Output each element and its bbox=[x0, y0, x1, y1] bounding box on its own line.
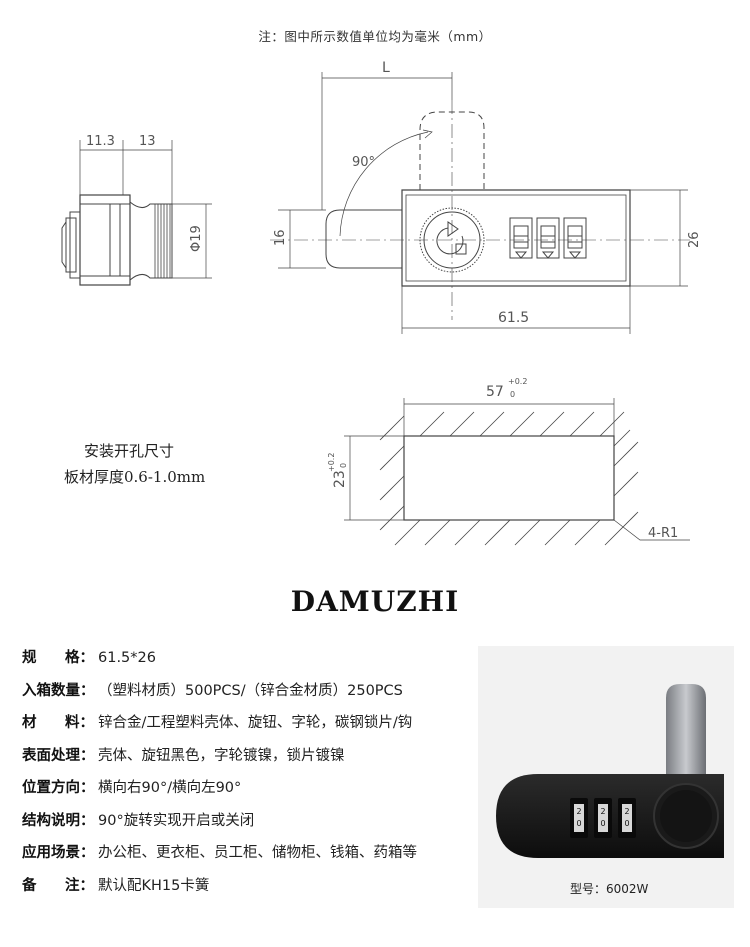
svg-text:0: 0 bbox=[624, 819, 629, 828]
spec-value: 锌合金/工程塑料壳体、旋钮、字轮，碳钢锁片/钩 bbox=[98, 715, 413, 731]
lock-bar bbox=[666, 684, 706, 786]
dim-90-degrees: 90° bbox=[352, 155, 375, 170]
spec-row: 规格： 61.5*26 bbox=[22, 648, 462, 681]
code-wheels bbox=[509, 217, 587, 259]
svg-text:2: 2 bbox=[576, 807, 581, 816]
spec-label: 规格： bbox=[22, 650, 94, 666]
spec-row: 表面处理： 壳体、旋钮黑色，字轮镀镍，锁片镀镍 bbox=[22, 746, 462, 779]
spec-label: 材料： bbox=[22, 715, 94, 731]
dim-57-tol-upper: +0.2 bbox=[508, 377, 527, 386]
plate-thickness: 板材厚度0.6-1.0mm bbox=[64, 468, 206, 486]
dim-23-tol-upper: +0.2 bbox=[327, 453, 336, 472]
spec-row: 结构说明： 90°旋转实现开启或关闭 bbox=[22, 811, 462, 844]
brand-logo: DAMUZHI bbox=[291, 585, 459, 618]
hole-cutout bbox=[344, 398, 690, 546]
spec-label: 应用场景： bbox=[22, 845, 95, 861]
dim-57-tol-lower: 0 bbox=[510, 390, 515, 399]
svg-text:0: 0 bbox=[576, 819, 581, 828]
svg-text:2: 2 bbox=[624, 807, 629, 816]
spec-label: 入箱数量： bbox=[22, 682, 95, 699]
svg-text:0: 0 bbox=[600, 819, 605, 828]
spec-value: 61.5*26 bbox=[98, 650, 156, 666]
code-wheels-photo: 2 2 2 0 0 0 bbox=[570, 798, 636, 838]
dim-11-3: 11.3 bbox=[86, 134, 115, 149]
spec-value: 办公柜、更衣柜、员工柜、储物柜、钱箱、药箱等 bbox=[98, 845, 417, 861]
product-photo: 2 2 2 0 0 0 bbox=[478, 646, 734, 908]
spec-row: 位置方向： 横向右90°/横向左90° bbox=[22, 778, 462, 811]
technical-drawing: 11.3 13 Φ19 L 90° 16 26 61.5 57 +0.2 0 2… bbox=[61, 60, 702, 546]
spec-value: 90°旋转实现开启或关闭 bbox=[98, 812, 255, 829]
spec-value: 默认配KH15卡簧 bbox=[98, 877, 210, 894]
spec-label: 备注： bbox=[22, 877, 94, 894]
svg-text:2: 2 bbox=[600, 807, 605, 816]
hole-size-title: 安装开孔尺寸 bbox=[84, 442, 175, 460]
dim-23-tol-lower: 0 bbox=[339, 463, 348, 468]
dim-phi19: Φ19 bbox=[189, 225, 204, 252]
side-view bbox=[61, 140, 212, 286]
spec-row: 备注： 默认配KH15卡簧 bbox=[22, 876, 462, 909]
spec-label: 结构说明： bbox=[22, 812, 95, 829]
dim-13: 13 bbox=[139, 134, 156, 149]
spec-row: 入箱数量： （塑料材质）500PCS/（锌合金材质）250PCS bbox=[22, 681, 462, 714]
dim-radius: 4-R1 bbox=[648, 526, 678, 541]
spec-label: 位置方向： bbox=[22, 780, 95, 796]
dim-16: 16 bbox=[273, 229, 288, 246]
spec-row: 材料： 锌合金/工程塑料壳体、旋钮、字轮，碳钢锁片/钩 bbox=[22, 713, 462, 746]
spec-value: （塑料材质）500PCS/（锌合金材质）250PCS bbox=[98, 682, 403, 699]
units-note: 注：图中所示数值单位均为毫米（mm） bbox=[258, 29, 492, 44]
spec-list: 规格： 61.5*26 入箱数量： （塑料材质）500PCS/（锌合金材质）25… bbox=[22, 648, 462, 908]
dim-26: 26 bbox=[687, 231, 702, 248]
spec-row: 应用场景： 办公柜、更衣柜、员工柜、储物柜、钱箱、药箱等 bbox=[22, 843, 462, 876]
spec-label: 表面处理： bbox=[22, 747, 95, 764]
spec-value: 壳体、旋钮黑色，字轮镀镍，锁片镀镍 bbox=[98, 747, 345, 764]
dim-L: L bbox=[382, 60, 390, 76]
svg-text:DAMUZHI: DAMUZHI bbox=[291, 585, 459, 618]
dim-57: 57 bbox=[486, 384, 504, 400]
front-view bbox=[270, 72, 690, 334]
dim-61-5: 61.5 bbox=[498, 310, 529, 326]
dim-23: 23 bbox=[332, 470, 348, 488]
model-number: 型号：6002W bbox=[570, 882, 649, 896]
spec-value: 横向右90°/横向左90° bbox=[98, 780, 242, 796]
